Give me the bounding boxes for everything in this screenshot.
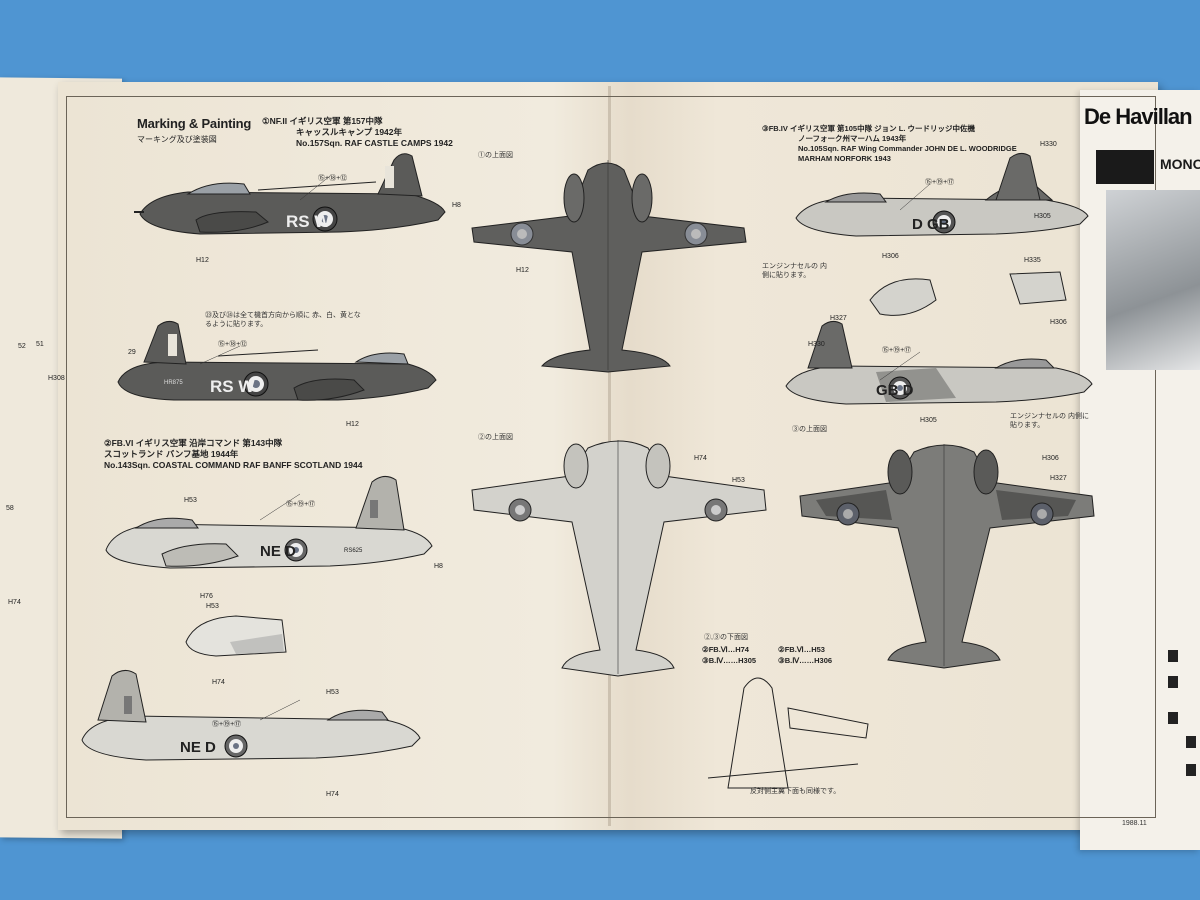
svg-text:H74: H74 <box>212 679 225 686</box>
color-swatches <box>1168 650 1196 776</box>
svg-text:⑮+⑲+⑰: ⑮+⑲+⑰ <box>286 500 315 508</box>
box-logo-block <box>1096 150 1154 184</box>
svg-text:⑮+⑲+⑰: ⑮+⑲+⑰ <box>925 178 954 186</box>
fb4-side-view-2: GB D <box>785 320 1093 405</box>
svg-text:RS W: RS W <box>286 212 331 231</box>
bottom-view-legend-left: ②FB.Ⅵ…H74 ③B.Ⅳ……H305 <box>702 645 757 665</box>
callout-labels: ⑮+⑱+⑫ ⑮+⑱+⑫ ⑮+⑲+⑰ ⑮+⑲+⑰ ⑮+⑲+⑰ ⑮+⑲+⑰ H12 … <box>6 141 1067 798</box>
svg-text:H305: H305 <box>1034 213 1051 220</box>
svg-text:H12: H12 <box>346 421 359 428</box>
view-label-top-3: ③の上面図 <box>792 426 827 433</box>
sheet-frame <box>66 96 1156 818</box>
svg-text:58: 58 <box>6 505 14 512</box>
print-date: 1988.11 <box>1122 820 1147 827</box>
nacelle-details <box>869 271 1067 316</box>
footer-note: 反対側主翼下面も同様です。 <box>750 788 841 795</box>
svg-text:RS W: RS W <box>210 377 255 396</box>
caption-nf2: ①NF.II イギリス空軍 第157中隊 キャッスルキャンプ 1942年 No.… <box>262 116 453 148</box>
svg-text:H305: H305 <box>920 417 937 424</box>
bottom-view-legend-right: ②FB.Ⅵ…H53 ③B.Ⅳ……H306 <box>778 645 833 665</box>
box-brand-monogram: MONOGR <box>1160 156 1200 172</box>
svg-text:29: 29 <box>128 349 136 356</box>
svg-text:H327: H327 <box>1050 475 1067 482</box>
svg-text:52: 52 <box>18 343 26 350</box>
svg-text:RS625: RS625 <box>344 548 363 554</box>
fb6-side-view-2: NE D <box>81 670 421 761</box>
svg-text:H306: H306 <box>882 253 899 260</box>
svg-text:H306: H306 <box>1042 455 1059 462</box>
nf2-top-view <box>471 160 747 373</box>
fb6-nose-detail <box>185 615 287 657</box>
engine-note: エンジンナセルの 内側に貼ります。 <box>762 263 827 279</box>
nf2-side-view-2: RS W HR875 <box>117 320 437 401</box>
svg-text:H53: H53 <box>206 603 219 610</box>
svg-text:H327: H327 <box>830 315 847 322</box>
svg-text:H74: H74 <box>8 599 21 606</box>
box-art-image <box>1106 190 1200 370</box>
svg-text:H74: H74 <box>326 791 339 798</box>
fb4-side-view: D GB <box>795 152 1089 237</box>
svg-text:51: 51 <box>36 341 44 348</box>
svg-text:H74: H74 <box>694 455 707 462</box>
svg-text:H335: H335 <box>1024 257 1041 264</box>
leader-lines <box>199 175 931 721</box>
fb6-top-view <box>471 440 767 677</box>
svg-text:⑮+⑱+⑫: ⑮+⑱+⑫ <box>318 174 347 182</box>
svg-text:H8: H8 <box>434 563 443 570</box>
svg-text:GB D: GB D <box>876 382 914 399</box>
fb4-top-view <box>799 444 1095 669</box>
page-subtitle: マーキング及び塗装図 <box>137 135 217 144</box>
svg-text:HR875: HR875 <box>164 380 183 386</box>
fb6-side-view: NE D RS625 <box>105 476 433 569</box>
svg-text:H53: H53 <box>184 497 197 504</box>
svg-text:H12: H12 <box>196 257 209 264</box>
svg-text:H330: H330 <box>1040 141 1057 148</box>
undercarriage-detail <box>707 677 869 789</box>
view-label-bottom: ②,③の下面図 <box>704 634 748 641</box>
svg-text:H12: H12 <box>516 267 529 274</box>
svg-text:NE D: NE D <box>180 739 216 756</box>
box-brand-title: De Havillan <box>1084 104 1193 129</box>
view-label-top-1: ①の上面図 <box>478 152 513 159</box>
svg-text:⑮+⑲+⑰: ⑮+⑲+⑰ <box>212 720 241 728</box>
svg-text:H53: H53 <box>326 689 339 696</box>
engine-note-2: エンジンナセルの 内側に貼ります。 <box>1010 413 1089 429</box>
caption-fb4: ③FB.IV イギリス空軍 第105中隊 ジョン L. ウードリッジ中佐機 ノー… <box>762 124 1017 163</box>
svg-text:⑮+⑲+⑰: ⑮+⑲+⑰ <box>882 346 911 354</box>
svg-text:H53: H53 <box>732 477 745 484</box>
decal-note: ㉓及び㉔は全て機首方向から順に 赤、白、黄となるように貼ります。 <box>205 312 361 328</box>
svg-text:D GB: D GB <box>912 216 950 233</box>
svg-text:H76: H76 <box>200 593 213 600</box>
caption-fb6: ②FB.VI イギリス空軍 沿岸コマンド 第143中隊 スコットランド バンフ基… <box>104 438 363 470</box>
svg-text:NE D: NE D <box>260 543 296 560</box>
svg-text:H8: H8 <box>452 202 461 209</box>
view-label-top-2: ②の上面図 <box>478 434 513 441</box>
svg-text:H308: H308 <box>48 375 65 382</box>
svg-text:H330: H330 <box>808 341 825 348</box>
page-title: Marking & Painting <box>137 116 252 131</box>
nf2-side-view: RS W <box>134 153 446 235</box>
svg-text:H306: H306 <box>1050 319 1067 326</box>
svg-text:⑮+⑱+⑫: ⑮+⑱+⑫ <box>218 340 247 348</box>
